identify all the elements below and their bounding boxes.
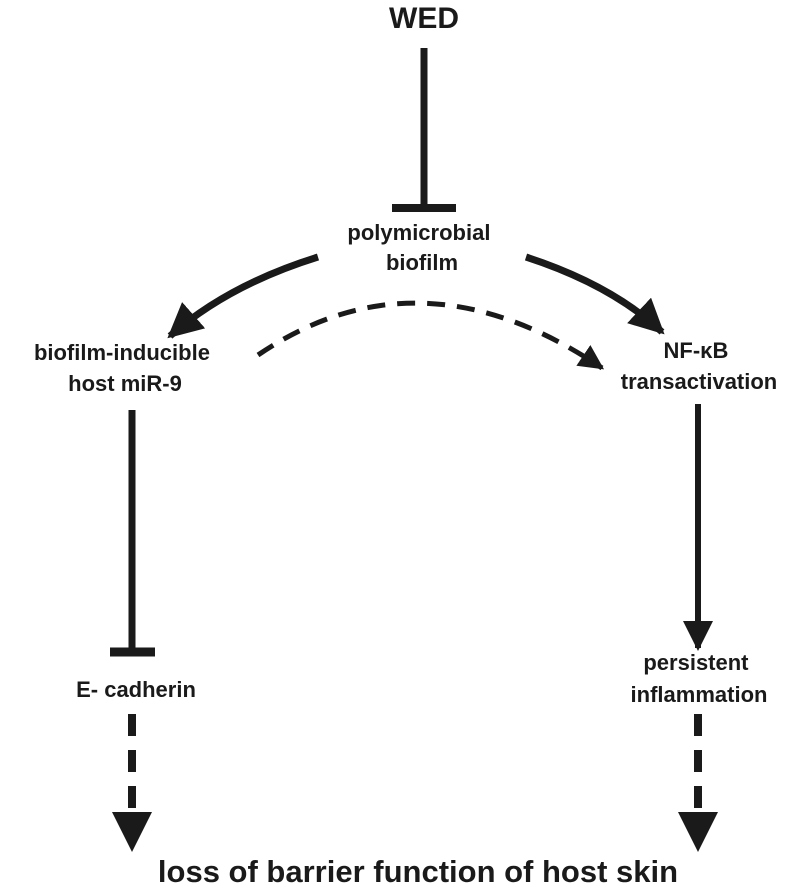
node-nfkb-line-1: NF-κB bbox=[664, 338, 729, 363]
node-biofilm-line-1: polymicrobial bbox=[347, 220, 490, 245]
node-outcome-line: loss of barrier function of host skin bbox=[158, 854, 678, 889]
edge-biofilm-to-nfkb bbox=[524, 253, 665, 335]
edge-mir9-to-nfkb-dashed bbox=[256, 300, 605, 371]
node-nfkb: NF-κB transactivation bbox=[621, 338, 778, 394]
node-inflammation-line-2: inflammation bbox=[631, 682, 768, 707]
nodes: WED polymicrobial biofilm biofilm-induci… bbox=[34, 2, 777, 889]
node-wed: WED bbox=[389, 2, 459, 35]
node-outcome: loss of barrier function of host skin bbox=[158, 854, 678, 889]
edge-biofilm-to-mir9 bbox=[167, 253, 320, 339]
edges bbox=[110, 48, 718, 852]
node-mir9-line-2: host miR-9 bbox=[68, 371, 182, 396]
node-mir9: biofilm-inducible host miR-9 bbox=[34, 340, 216, 396]
node-inflammation-line-1: persistent bbox=[643, 650, 749, 675]
node-biofilm-line-2: biofilm bbox=[386, 250, 458, 275]
node-ecadherin: E- cadherin bbox=[76, 677, 196, 702]
node-inflammation: persistent inflammation bbox=[631, 650, 768, 707]
node-biofilm: polymicrobial biofilm bbox=[347, 220, 496, 275]
node-ecadherin-line: E- cadherin bbox=[76, 677, 196, 702]
node-wed-line: WED bbox=[389, 2, 459, 35]
node-mir9-line-1: biofilm-inducible bbox=[34, 340, 210, 365]
node-nfkb-line-2: transactivation bbox=[621, 369, 778, 394]
